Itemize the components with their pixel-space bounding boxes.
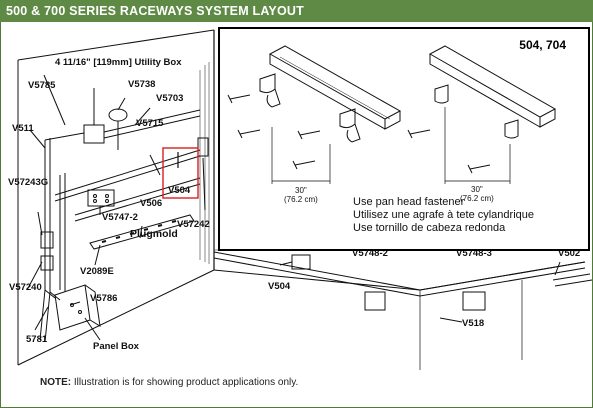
right-raceway-shape — [428, 45, 557, 118]
lower-box-2 — [364, 291, 386, 311]
fixture-shape — [108, 108, 128, 122]
inset-dimension-left: 30" (76.2 cm) — [284, 186, 318, 204]
ceiling-edge — [17, 29, 215, 61]
leader-v5786 — [69, 301, 81, 306]
upper-raceway — [103, 109, 201, 139]
leader-v2089e — [94, 244, 101, 266]
leader-panel-box — [84, 317, 101, 341]
label-v5785: V5785 — [28, 80, 56, 91]
label-v504-boxed: V504 — [168, 185, 191, 196]
mid-raceway — [54, 149, 201, 202]
inset-dimension-right: 30" (76.2 cm) — [460, 185, 494, 203]
leader-v57240 — [26, 261, 43, 291]
label-v502: V502 — [558, 248, 581, 259]
vertical-raceway-1 — [44, 138, 51, 292]
leader-v57242 — [202, 157, 206, 211]
leader-plugmold — [139, 225, 143, 239]
note-text: Illustration is for showing product appl… — [71, 377, 299, 388]
leader-v5785 — [43, 74, 66, 126]
fastener-line-fr: Utilisez une agrafe à tete cylandrique — [353, 209, 534, 221]
label-v5738: V5738 — [128, 79, 156, 90]
label-v5747-2: V5747-2 — [102, 212, 138, 223]
label-v5786: V5786 — [90, 293, 118, 304]
label-v518: V518 — [462, 318, 485, 329]
leader-v518 — [439, 317, 463, 323]
inset-series-label: 504, 704 — [519, 38, 566, 52]
lower-raceway — [74, 177, 201, 222]
label-v5748-2: V5748-2 — [352, 248, 388, 259]
leader-v5715 — [134, 107, 151, 126]
leader-v511 — [29, 129, 46, 149]
inset-detail: 504, 704 30" (76.2 cm) 30" (76.2 cm) Use… — [218, 27, 590, 251]
diagram-title: 500 & 700 SERIES RACEWAYS SYSTEM LAYOUT — [6, 4, 304, 18]
label-v57242: V57242 — [177, 219, 210, 230]
label-v57243g: V57243G — [8, 177, 49, 188]
leader-5781 — [34, 306, 49, 331]
label-v5715: V5715 — [136, 118, 164, 129]
leader-v506 — [149, 154, 161, 176]
header-bar: 500 & 700 SERIES RACEWAYS SYSTEM LAYOUT — [0, 0, 593, 22]
label-plugmold: Plugmold — [130, 228, 178, 240]
label-v504-lower: V504 — [268, 281, 291, 292]
fastener-line-es: Use tornillo de cabeza redonda — [353, 222, 506, 234]
outlet-box-shape — [87, 189, 115, 207]
floor-edge — [17, 269, 215, 366]
fastener-line-en: Use pan head fastener — [353, 196, 465, 208]
label-v511: V511 — [12, 123, 34, 134]
note-prefix: NOTE: — [40, 377, 72, 388]
panel-box-shape — [54, 284, 91, 331]
inset-illustration — [227, 45, 557, 184]
label-v57240: V57240 — [9, 282, 42, 293]
vertical-raceway-2 — [59, 173, 66, 292]
highlight-box — [162, 147, 199, 199]
label-v2089e: V2089E — [80, 266, 114, 277]
leader-v5738 — [117, 97, 126, 111]
leader-v57243g — [37, 211, 43, 236]
footnote: NOTE: Illustration is for showing produc… — [40, 377, 298, 388]
lower-box-3 — [462, 291, 486, 311]
raceway-to-box — [44, 132, 85, 141]
label-utility-box: 4 11/16" [119mm] Utility Box — [55, 57, 182, 68]
label-5781: 5781 — [26, 334, 48, 345]
label-v5748-3: V5748-3 — [456, 248, 492, 259]
label-v5703: V5703 — [156, 93, 184, 104]
utility-box-shape — [83, 124, 105, 144]
leader-v504-lower — [279, 261, 293, 266]
label-panel-box: Panel Box — [93, 341, 139, 352]
fastener-instructions: Use pan head fastener Utilisez une agraf… — [353, 196, 534, 235]
left-raceway-shape — [268, 45, 402, 120]
plugmold-strip — [89, 214, 195, 250]
label-v506: V506 — [140, 198, 163, 209]
